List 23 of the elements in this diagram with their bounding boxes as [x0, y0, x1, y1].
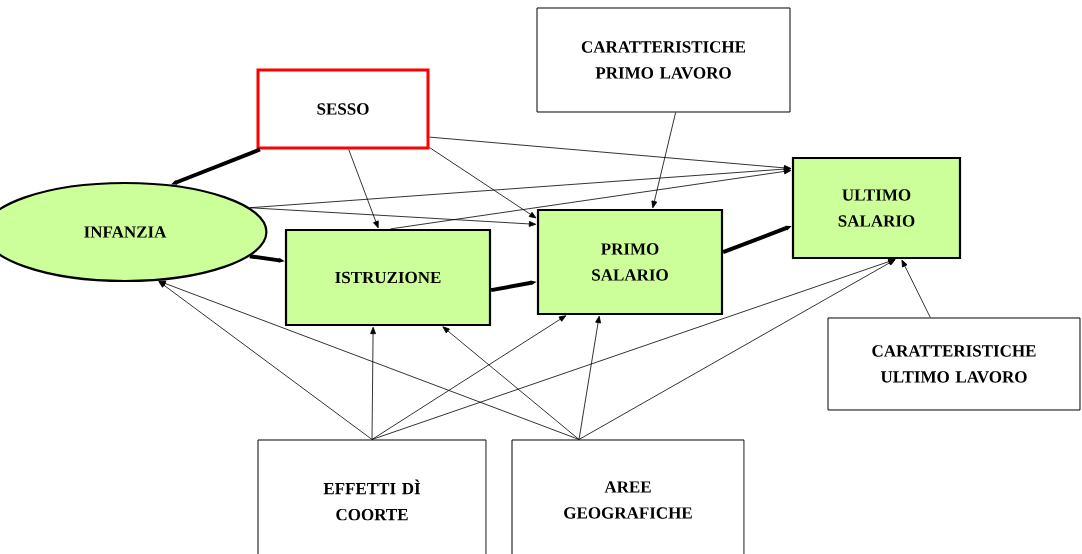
variable-box: CARATTERISTICHE PRIMO LAVORO: [536, 7, 791, 113]
arrow: [578, 315, 601, 440]
variable-box: PRIMO SALARIO: [536, 208, 724, 316]
arrow: [370, 326, 376, 440]
variable-box: CARATTERISTICHE ULTIMO LAVORO: [827, 317, 1081, 411]
arrow: [249, 207, 537, 227]
variable-box: AREE GEOGRAFICHE: [511, 439, 745, 554]
arrow: [348, 149, 379, 229]
arrow: [578, 259, 896, 440]
variable-box: ULTIMO SALARIO: [791, 156, 962, 260]
arrow: [249, 166, 792, 209]
arrow: [429, 136, 792, 171]
arrow: [901, 259, 931, 318]
arrow: [158, 280, 580, 440]
arrow: [158, 281, 373, 440]
variable-box: EFFETTI DÌ COORTE: [257, 439, 487, 554]
variable-box: SESSO: [256, 68, 430, 150]
arrow: [390, 168, 792, 230]
variable-box: ISTRUZIONE: [284, 228, 492, 327]
arrow: [442, 326, 580, 440]
arrow: [371, 315, 567, 440]
arrow: [429, 147, 537, 219]
arrow: [651, 112, 676, 209]
